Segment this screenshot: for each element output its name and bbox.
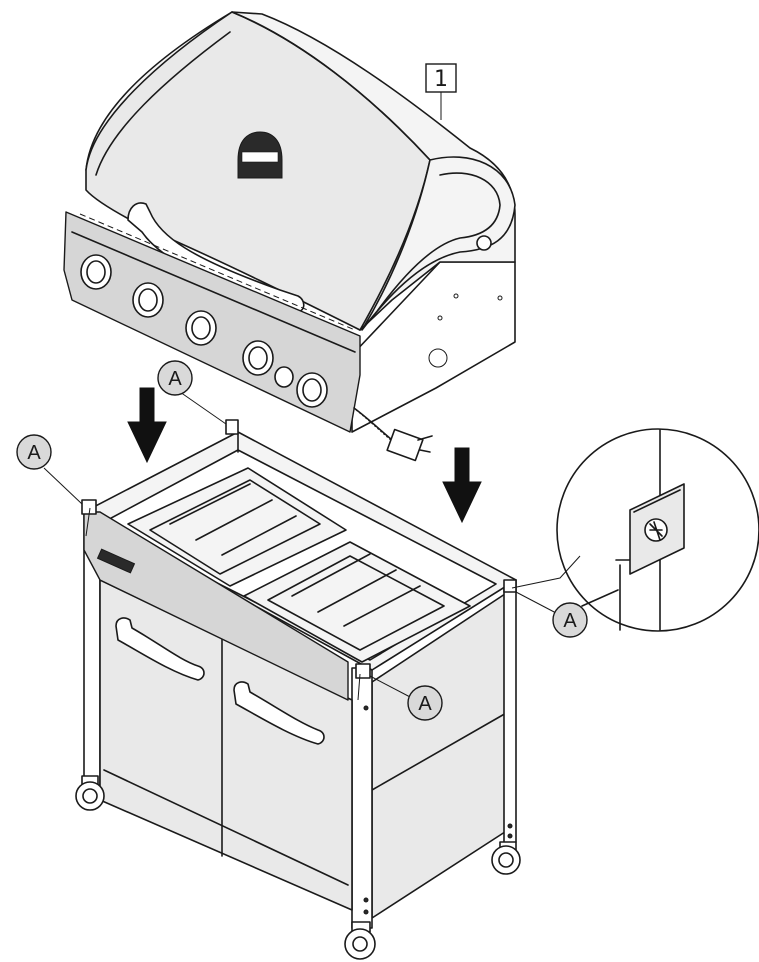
cart-front-right-post — [351, 667, 373, 929]
down-arrow-icon — [127, 387, 167, 464]
grease-tray-left — [127, 467, 347, 587]
magnifier-detail-circle — [511, 428, 759, 632]
caster-wheel — [491, 841, 521, 875]
knob — [185, 310, 217, 346]
down-arrow-icon — [442, 447, 482, 524]
callout-a-label: A — [563, 610, 577, 632]
detail-frame-edge — [581, 589, 619, 607]
knob — [132, 282, 164, 318]
part-number-label: 1 — [434, 67, 448, 92]
right-door-handle — [233, 681, 325, 745]
lid-edge-line — [95, 31, 231, 176]
cart-bottom-rail — [103, 769, 349, 886]
cart-brand-plate — [96, 548, 136, 574]
lid-hinge-bolt — [476, 235, 492, 251]
gas-hose-texture — [355, 409, 394, 443]
bracket-hole — [437, 315, 443, 321]
grill-cart — [75, 419, 521, 960]
cart-side-panel-seam — [371, 711, 509, 791]
callout-a: A — [515, 591, 588, 638]
mount-bracket — [225, 419, 239, 435]
bracket-hole — [428, 348, 448, 368]
mount-bracket — [355, 663, 371, 679]
callout-a-label: A — [168, 368, 182, 390]
cart-back-right-post — [503, 579, 517, 849]
bracket-hole — [497, 295, 503, 301]
lid-crest-line — [231, 11, 431, 161]
knob — [274, 366, 294, 388]
callout-a-label: A — [27, 442, 41, 464]
knob — [242, 340, 274, 376]
grill-head — [63, 11, 516, 462]
lid-end-cap-inner — [377, 172, 501, 311]
part-number-callout: 1 — [425, 63, 457, 120]
callout-a: A — [369, 675, 443, 721]
control-knobs — [80, 254, 328, 408]
mount-bracket — [503, 579, 517, 593]
regulator-fitting — [417, 435, 433, 453]
callout-a-label: A — [418, 693, 432, 715]
detail-leader — [511, 555, 581, 589]
callout-a: A — [157, 360, 227, 425]
knob — [80, 254, 112, 290]
cart-front-rail — [83, 511, 349, 701]
bracket-hole — [453, 293, 459, 299]
gas-regulator — [386, 428, 424, 462]
caster-wheel — [344, 921, 376, 960]
grease-tray-right — [243, 541, 471, 663]
left-door-handle — [115, 617, 205, 681]
brand-badge-plate — [241, 151, 279, 163]
knob — [296, 372, 328, 408]
control-panel-edge — [71, 231, 356, 353]
lid-end-cap — [361, 156, 516, 331]
callout-a: A — [16, 434, 83, 505]
caster-wheel — [75, 775, 105, 811]
